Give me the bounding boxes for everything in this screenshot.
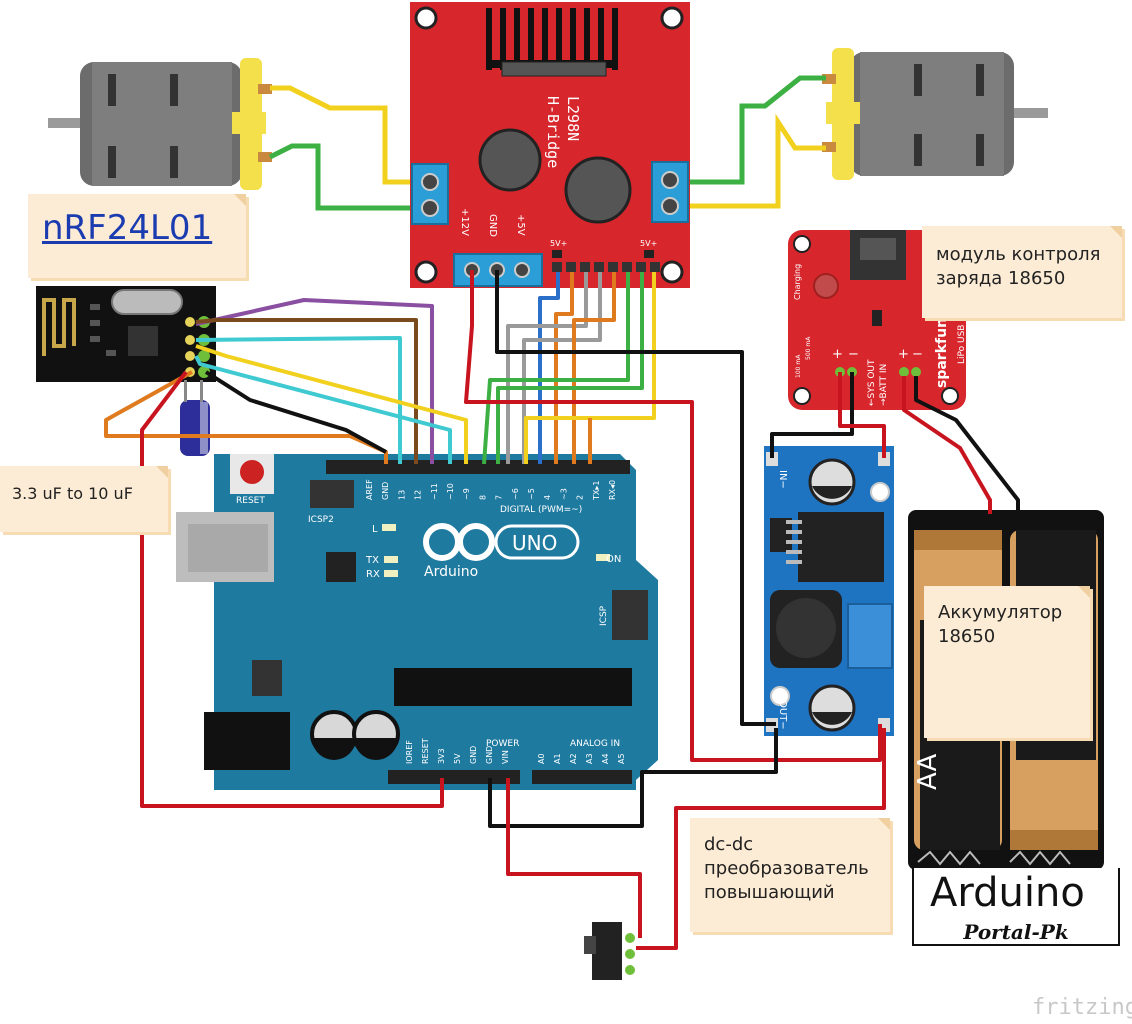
l298n-jumper-right: 5V+ <box>640 239 657 248</box>
pin-label: A0 <box>537 753 546 764</box>
left-motor <box>48 58 272 190</box>
pin-label: RX◂0 <box>608 480 617 500</box>
arduino-logo-text: UNO <box>512 531 557 555</box>
electrolytic-capacitor <box>180 380 210 456</box>
charger-sys-plus: + <box>832 347 843 362</box>
pin-label: 7 <box>495 495 504 500</box>
charger-sys-minus: − <box>848 347 859 362</box>
pin-label: ~5 <box>527 488 536 500</box>
pin-label: ~3 <box>559 488 568 500</box>
charger-batt-minus: − <box>912 347 923 362</box>
fritzing-logo: fritzing <box>1032 995 1132 1020</box>
pin-label: GND <box>469 746 478 764</box>
pin-label: A2 <box>569 753 578 764</box>
pin-label: 8 <box>478 495 487 500</box>
pin-label: 3V3 <box>437 748 446 764</box>
l298n-pin-12v: +12V <box>459 208 470 236</box>
pin-label: 2 <box>576 495 585 500</box>
note-battery: Аккумулятор 18650 <box>924 586 1090 738</box>
charger-charging: Charging <box>793 264 802 300</box>
arduino-digital-label: DIGITAL (PWM=~) <box>500 505 582 515</box>
pin-label: GND <box>485 746 494 764</box>
l298n-jumper-left: 5V+ <box>550 239 567 248</box>
arduino-led-on: ON <box>606 554 621 565</box>
pin-label: A3 <box>585 753 594 764</box>
note-charge-module: модуль контроля заряда 18650 <box>922 226 1122 318</box>
arduino-led-rx: RX <box>366 569 380 580</box>
pin-label: RESET <box>421 738 430 764</box>
nrf24l01-module <box>36 286 216 382</box>
note-battery-line2: 18650 <box>938 626 996 647</box>
charger-brand: sparkfun <box>934 318 950 388</box>
pin-label: 12 <box>414 490 423 500</box>
arduino-analog-label: ANALOG IN <box>570 739 620 749</box>
note-dcdc-line1: dc-dc <box>704 834 754 855</box>
arduino-icsp-label: ICSP <box>599 605 609 626</box>
charger-batt-in: →BATT IN <box>879 364 889 406</box>
note-charge-module-line2: заряда 18650 <box>936 268 1066 289</box>
arduino-icsp2-label: ICSP2 <box>308 515 334 525</box>
charger-batt-plus: + <box>898 347 909 362</box>
note-charge-module-line1: модуль контроля <box>936 244 1101 265</box>
arduino-brand: Arduino <box>424 564 478 580</box>
arduino-reset-label: RESET <box>236 496 265 506</box>
pin-label: A4 <box>601 753 610 764</box>
dcdc-out-label: OUT− <box>777 700 788 730</box>
arduino-uno-board <box>176 454 658 790</box>
arduino-digital-pin-labels: AREF GND 13 12 ~11 ~10 ~9 8 7 ~6 ~5 4 ~3 2 TX▸1 RX◂0 <box>365 479 617 501</box>
pin-label: 13 <box>397 490 406 500</box>
note-dcdc-line3: повышающий <box>704 882 835 903</box>
l298n-title: L298N <box>564 96 582 141</box>
power-switch <box>584 922 635 980</box>
note-dcdc-line2: преобразователь <box>704 858 869 879</box>
pin-label: 5V <box>453 753 462 764</box>
l298n-pin-gnd: GND <box>487 214 498 237</box>
battery-aa-label: AA <box>913 753 943 790</box>
note-battery-line1: Аккумулятор <box>938 602 1063 623</box>
charger-sys-out: ←SYS OUT <box>867 359 877 406</box>
arduino-led-l: L <box>372 524 378 535</box>
pin-label: IOREF <box>405 740 414 764</box>
wires <box>104 270 1020 950</box>
l298n-subtitle: H-Bridge <box>544 96 562 168</box>
note-capacitor-text: 3.3 uF to 10 uF <box>12 484 133 503</box>
pin-label: A1 <box>553 753 562 764</box>
charger-100ma: 100 mA <box>795 354 802 378</box>
arduino-led-tx: TX <box>365 555 379 566</box>
pin-label: TX▸1 <box>592 481 601 501</box>
pin-label: 4 <box>543 495 552 500</box>
pin-label: ~9 <box>462 488 471 500</box>
dcdc-boost-converter <box>764 446 894 736</box>
arduino-analog-pin-labels: A0 A1 A2 A3 A4 A5 <box>537 753 626 764</box>
note-capacitor: 3.3 uF to 10 uF <box>0 466 168 532</box>
arduino-power-pin-labels: IOREF RESET 3V3 5V GND GND VIN <box>405 738 510 764</box>
charger-500ma: 500 mA <box>805 336 812 360</box>
dcdc-in-label: IN− <box>777 470 788 489</box>
pin-label: AREF <box>365 479 374 500</box>
pin-label: ~6 <box>511 488 520 500</box>
pin-label: A5 <box>617 753 626 764</box>
charger-label: LiPo USB <box>957 325 967 364</box>
l298n-pin-5v: +5V <box>515 214 526 236</box>
right-motor <box>822 48 1048 180</box>
note-nrf24l01-text[interactable]: nRF24L01 <box>42 208 213 248</box>
arduino-portal-watermark: Arduino Portal-Pk <box>912 868 1120 946</box>
watermark-brand: Arduino <box>930 870 1085 916</box>
pin-label: ~11 <box>430 483 439 500</box>
watermark-site: Portal-Pk <box>914 920 1118 944</box>
pin-label: VIN <box>501 750 510 764</box>
pin-label: GND <box>381 482 390 500</box>
note-nrf24l01: nRF24L01 <box>28 194 246 278</box>
pin-label: ~10 <box>446 483 455 500</box>
note-dcdc: dc-dc преобразователь повышающий <box>690 818 890 932</box>
charger-module <box>788 230 966 410</box>
arduino-power-label: POWER <box>486 739 519 749</box>
